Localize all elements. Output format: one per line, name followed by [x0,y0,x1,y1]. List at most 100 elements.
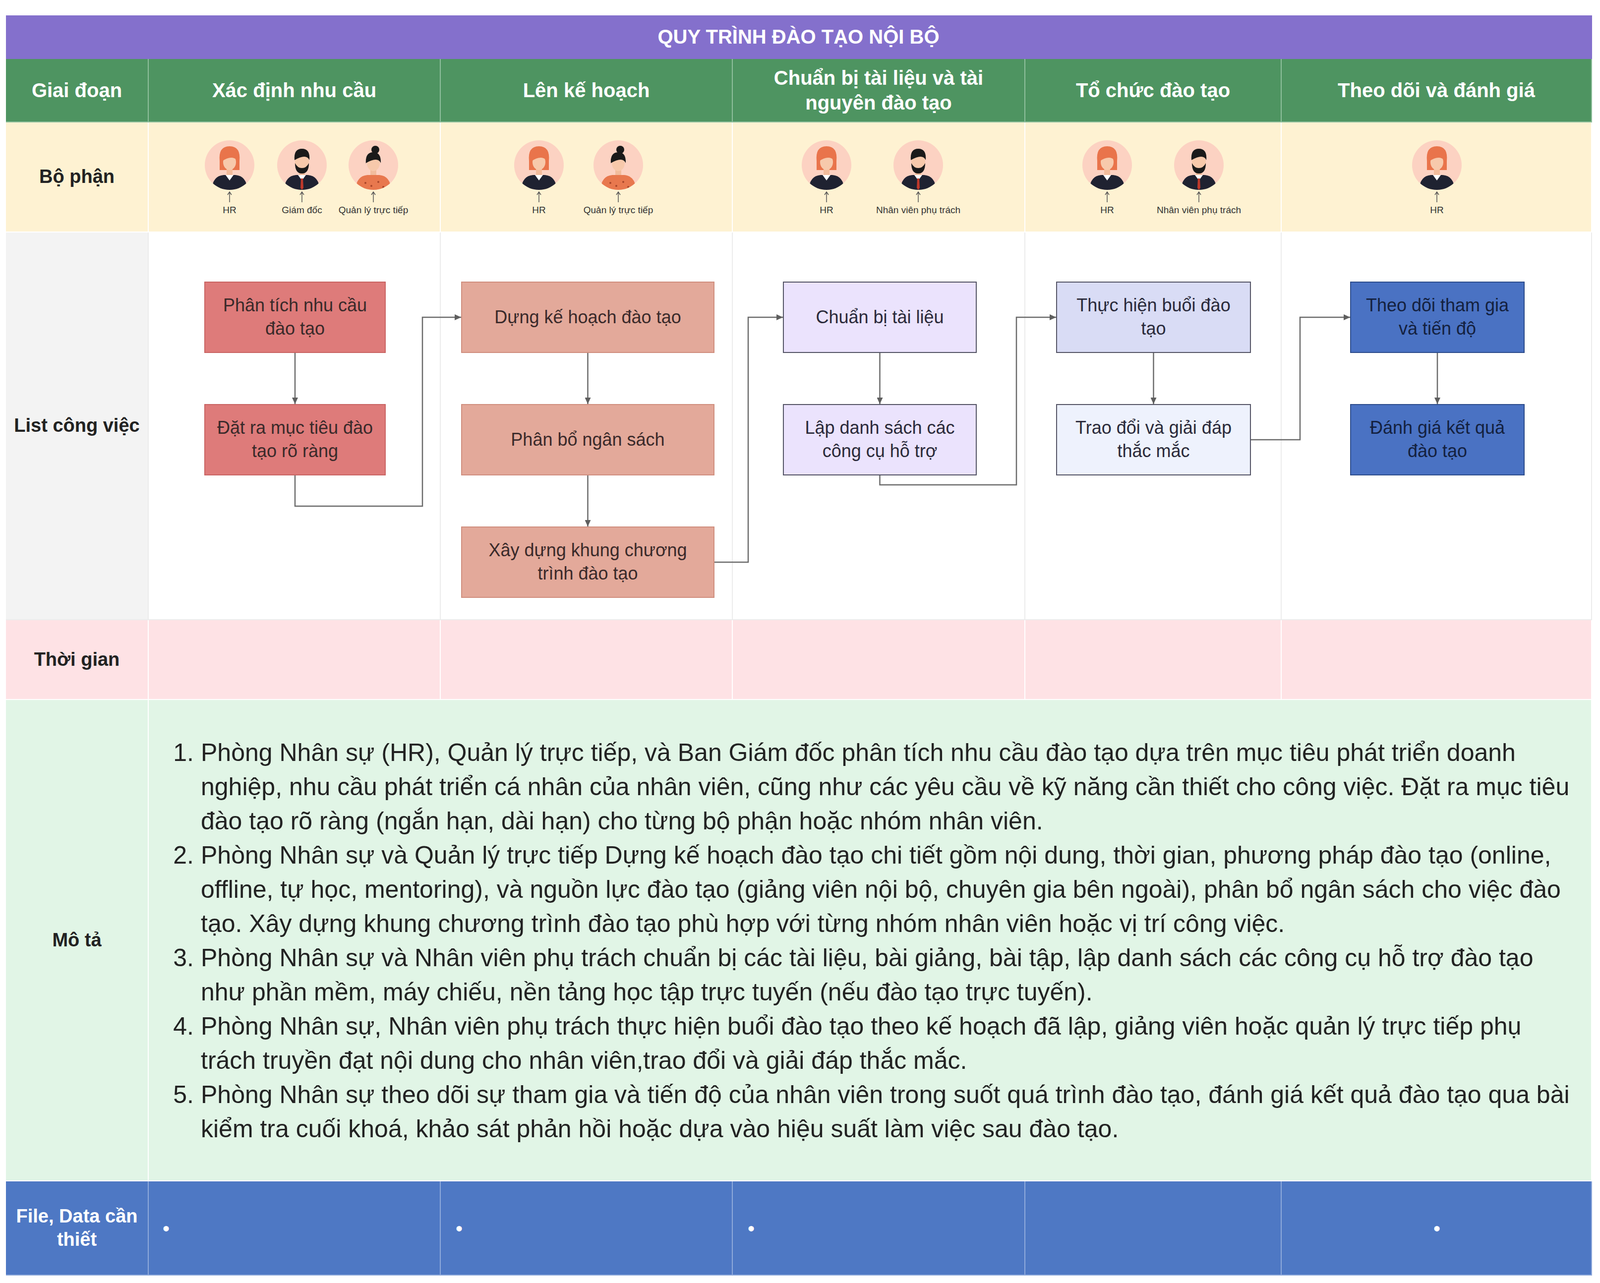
item-number: 5. [163,1077,201,1113]
process-box: Phân tích nhu cầu đào tạo [204,281,386,354]
caption-box: Quản lý trực tiếp [338,204,409,216]
caption-box: Giám đốc [281,204,322,216]
box-content: Thực hiện buổi đào tạo [1064,294,1244,341]
time-cell [1025,620,1282,701]
box-content: Phân tích nhu cầu đào tạo [212,294,378,341]
time-cell [440,620,733,701]
icon-caption: Quản lý trực tiếp [583,204,654,216]
icon-caption: Giám đốc [281,204,322,216]
caption-box: HR [1100,204,1114,216]
header-cell: Theo dõi và đánh giá [1281,59,1593,123]
item-text: Phòng Nhân sự theo dõi sự tham gia và ti… [200,1077,1577,1147]
time-cell [732,620,1026,701]
item-text: Phòng Nhân sự (HR), Quản lý trực tiếp, v… [200,735,1577,839]
icon-caption: HR [1100,204,1114,216]
flow-arrow [1250,317,1351,440]
time-cell: Thời gian [5,620,149,701]
header-text: Lên kế hoạch [518,77,655,103]
task-cell: List công việc [5,232,149,621]
item-number: 1. [163,735,201,771]
bullet-box: • [747,1217,755,1241]
process-box: Đánh giá kết quả đào tạo [1350,404,1525,476]
bullet: • [455,1217,463,1240]
description-item: 1.Phòng Nhân sự (HR), Quản lý trực tiếp,… [163,735,1577,839]
box-text: Đặt ra mục tiêu đào tạo rõ ràng [212,416,378,464]
flow-arrow [714,317,783,563]
box-content: Đánh giá kết quả đào tạo [1358,416,1517,464]
box-content: Đặt ra mục tiêu đào tạo rõ ràng [212,416,378,464]
hr-icon [1082,140,1132,192]
process-box: Trao đổi và giải đáp thắc mắc [1056,404,1251,476]
caption-box: Nhân viên phụ trách [876,204,961,216]
process-box: Theo dõi tham gia và tiến độ [1350,281,1525,354]
staff-icon [893,140,944,192]
flow-arrow [587,475,589,527]
file-cell: File, Data cần thiết [5,1181,149,1276]
flow-arrow [294,353,297,405]
caption-box: HR [532,204,546,216]
icon-caption: HR [819,204,833,216]
caption-box: Quản lý trực tiếp [583,204,654,216]
item-text: Phòng Nhân sự và Nhân viên phụ trách chu… [200,941,1577,1010]
item-number: 2. [163,838,201,873]
title-text: QUY TRÌNH ĐÀO TẠO NỘI BỘ [657,25,940,49]
row-label: List công việc [9,414,144,438]
icon-caption: Nhân viên phụ trách [876,204,961,216]
caption-box: HR [222,204,237,216]
item-number: 3. [163,941,201,976]
time-cell [1281,620,1593,701]
process-box: Chuẩn bị tài liệu [782,281,977,354]
box-content: Xây dựng khung chương trình đào tạo [469,538,707,586]
title-bar: QUY TRÌNH ĐÀO TẠO NỘI BỘ [5,15,1593,60]
caption-box: HR [819,204,833,216]
box-content: Chuẩn bị tài liệu [815,305,944,330]
header-cell: Lên kế hoạch [440,59,733,123]
bullet-box: • [455,1217,463,1241]
header-cell: Chuẩn bị tài liệu và tài nguyên đào tạo [732,59,1026,123]
staff-icon [1174,140,1224,192]
hr-icon [1412,140,1462,192]
icon-caption: Quản lý trực tiếp [338,204,409,216]
department-cell [440,122,733,233]
bullet-box: • [162,1217,170,1241]
department-cell [1025,122,1282,233]
icon-caption: HR [532,204,546,216]
description-item: 3.Phòng Nhân sự và Nhân viên phụ trách c… [163,941,1577,1010]
icon-caption: HR [222,204,237,216]
department-cell [732,122,1026,233]
box-content: Lập danh sách các công cụ hỗ trợ [790,416,969,464]
director-icon [277,140,327,192]
header-cell: Xác định nhu cầu [148,59,441,123]
row-label: Mô tả [48,928,106,953]
process-box: Thực hiện buổi đào tạo [1056,281,1251,354]
hr-icon [514,140,564,192]
header-text: Chuẩn bị tài liệu và tài nguyên đào tạo [732,65,1025,116]
box-text: Thực hiện buổi đào tạo [1064,294,1244,341]
description-label-cell: Mô tả [5,700,149,1182]
department-cell: Bộ phận [5,122,149,233]
bullet: • [1433,1217,1441,1240]
icon-pointers [227,191,1439,203]
box-text: Trao đổi và giải đáp thắc mắc [1064,416,1244,464]
file-cell [1025,1181,1282,1276]
box-text: Lập danh sách các công cụ hỗ trợ [790,416,969,464]
hr-icon [801,140,852,192]
manager-icon [593,140,644,192]
caption-box: Nhân viên phụ trách [1156,204,1242,216]
header-cell: Tổ chức đào tạo [1025,59,1282,123]
box-text: Dựng kế hoạch đào tạo [494,305,681,330]
box-text: Xây dựng khung chương trình đào tạo [469,538,707,586]
bullet-box: • [1433,1217,1441,1241]
file-cell [732,1181,1026,1276]
box-text: Đánh giá kết quả đào tạo [1358,416,1517,464]
header-text: Giai đoạn [26,77,127,103]
description-item: 4.Phòng Nhân sự, Nhân viên phụ trách thự… [163,1009,1577,1078]
icon-caption: Nhân viên phụ trách [1156,204,1242,216]
box-content: Trao đổi và giải đáp thắc mắc [1064,416,1244,464]
box-text: Chuẩn bị tài liệu [815,305,944,330]
process-box: Phân bổ ngân sách [461,404,715,476]
header-text: Tổ chức đào tạo [1070,77,1236,103]
process-box: Đặt ra mục tiêu đào tạo rõ ràng [204,404,386,476]
hr-icon [204,140,255,192]
